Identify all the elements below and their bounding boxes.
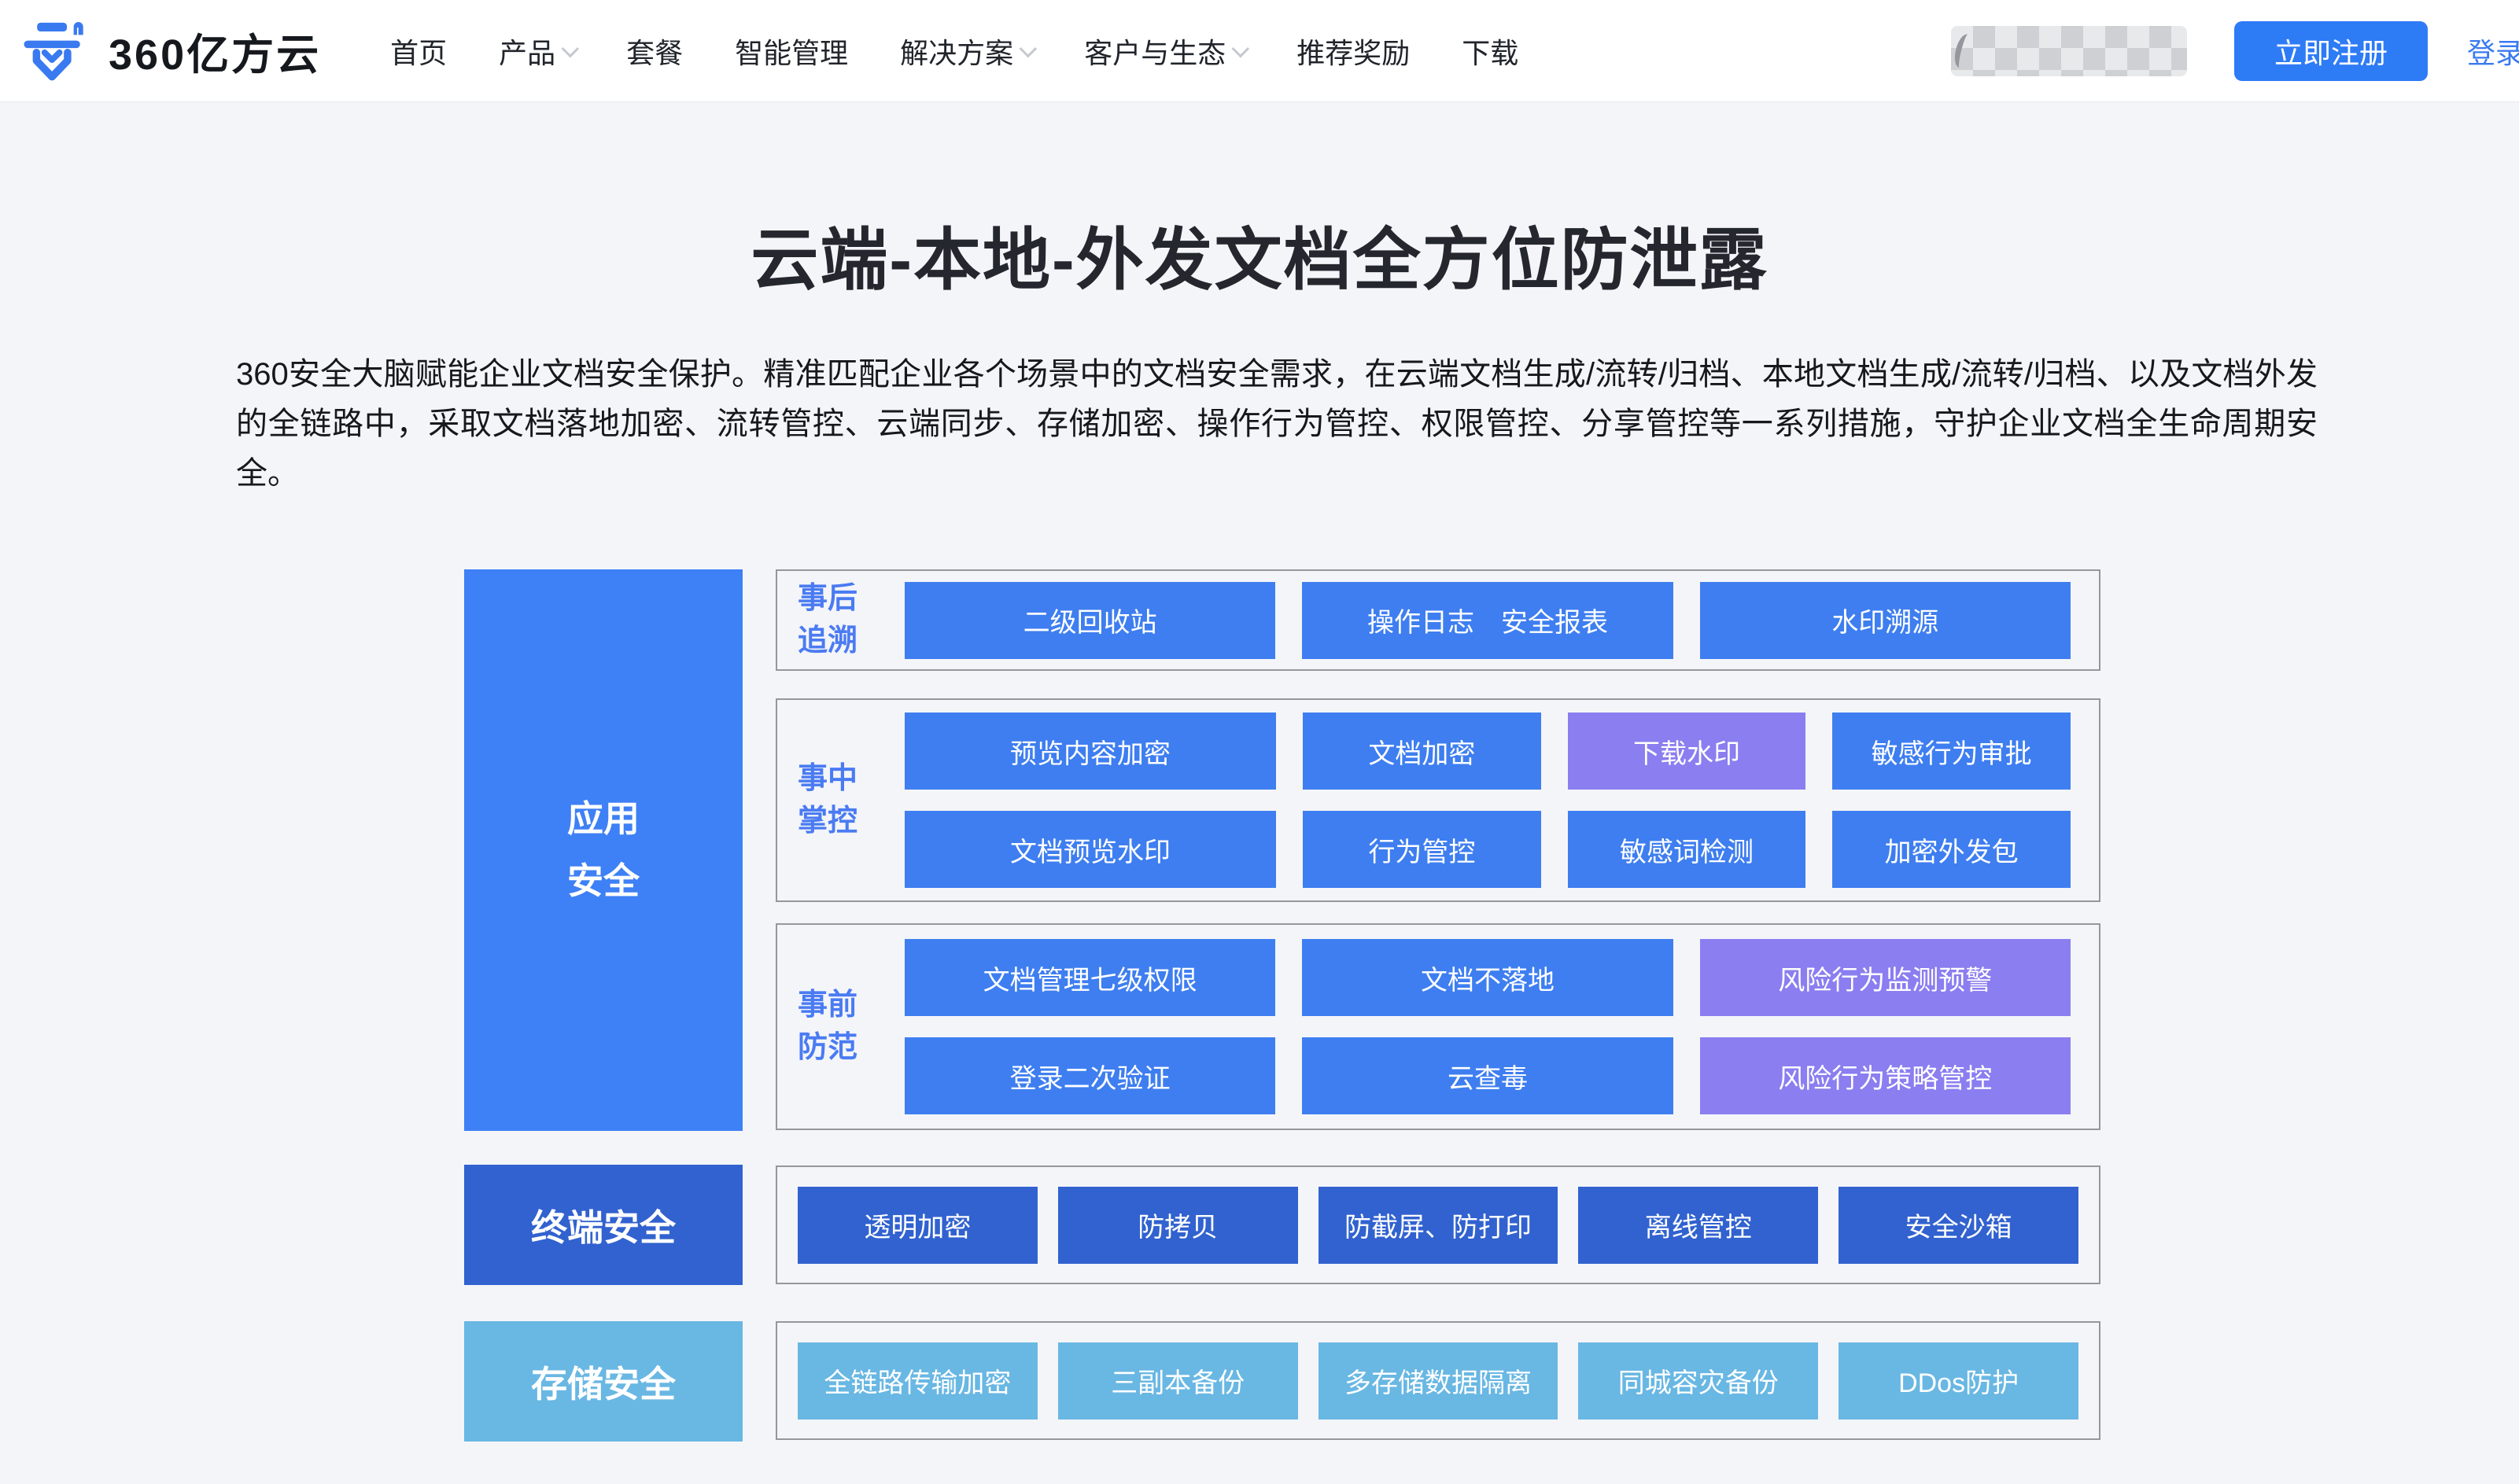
section-after-tracing: 事后追溯 二级回收站 操作日志 安全报表 水印溯源 xyxy=(776,569,2100,671)
category-label: 存储安全 xyxy=(531,1363,676,1405)
chevron-down-icon xyxy=(1231,39,1250,57)
nav-item-label: 下载 xyxy=(1462,36,1519,69)
feature-box: 预览内容加密 xyxy=(905,713,1277,790)
nav-item-label: 套餐 xyxy=(626,36,684,69)
blurred-phone-number xyxy=(1951,25,2187,76)
nav-item-products[interactable]: 产品 xyxy=(499,31,580,72)
feature-box: 透明加密 xyxy=(798,1186,1038,1264)
category-terminal-security: 终端安全 xyxy=(464,1165,743,1285)
chevron-down-icon xyxy=(561,39,580,57)
feature-box: 三副本备份 xyxy=(1057,1342,1298,1420)
phone-icon xyxy=(1951,31,1976,70)
feature-box: 敏感行为审批 xyxy=(1832,713,2071,790)
feature-box: 水印溯源 xyxy=(1699,581,2071,659)
feature-box: 文档管理七级权限 xyxy=(905,939,1276,1016)
feature-box: 文档不落地 xyxy=(1302,939,1673,1016)
feature-box: 操作日志 安全报表 xyxy=(1302,581,1673,659)
security-architecture-diagram: 应用安全 终端安全 存储安全 事后追溯 二级回收站 操作日志 安全报表 水印溯源… xyxy=(464,569,2100,1442)
nav-item-download[interactable]: 下载 xyxy=(1462,31,1518,72)
register-button[interactable]: 立即注册 xyxy=(2234,20,2428,81)
section-before-prevention: 事前防范 文档管理七级权限 文档不落地 风险行为监测预警 登录二次验证 云查毒 … xyxy=(776,923,2100,1130)
logo[interactable]: 360亿方云 xyxy=(24,17,321,85)
feature-box: 全链路传输加密 xyxy=(798,1342,1038,1420)
feature-box: 加密外发包 xyxy=(1832,811,2071,888)
section-rows: 透明加密 防拷贝 防截屏、防打印 离线管控 安全沙箱 xyxy=(798,1186,2078,1264)
section-label: 事后追溯 xyxy=(798,582,858,657)
nav-item-label: 推荐奖励 xyxy=(1296,36,1411,69)
section-rows: 预览内容加密 文档加密 下载水印 敏感行为审批 文档预览水印 行为管控 敏感词检… xyxy=(905,713,2071,888)
login-link[interactable]: 登录 xyxy=(2467,36,2519,69)
section-rows: 全链路传输加密 三副本备份 多存储数据隔离 同城容灾备份 DDos防护 xyxy=(798,1342,2078,1420)
feature-box: 风险行为策略管控 xyxy=(1699,1037,2071,1114)
nav-item-solutions[interactable]: 解决方案 xyxy=(900,31,1038,72)
feature-box: 风险行为监测预警 xyxy=(1699,939,2071,1016)
logo-text: 360亿方云 xyxy=(109,31,322,79)
feature-box: 登录二次验证 xyxy=(905,1037,1276,1114)
nav-item-referral-rewards[interactable]: 推荐奖励 xyxy=(1296,31,1410,72)
feature-box: 二级回收站 xyxy=(905,581,1276,659)
feature-box: 离线管控 xyxy=(1578,1186,1819,1264)
section-terminal-security: 透明加密 防拷贝 防截屏、防打印 离线管控 安全沙箱 xyxy=(776,1165,2100,1284)
page-title: 云端-本地-外发文档全方位防泄露 xyxy=(751,223,1768,298)
section-label: 事前防范 xyxy=(798,989,858,1064)
nav-item-customers-ecosystem[interactable]: 客户与生态 xyxy=(1084,31,1250,72)
logo-shield-icon xyxy=(24,21,83,80)
nav-item-label: 客户与生态 xyxy=(1084,36,1226,69)
category-storage-security: 存储安全 xyxy=(464,1321,743,1442)
section-label: 事中掌控 xyxy=(798,762,858,838)
feature-box: 文档预览水印 xyxy=(905,811,1277,888)
nav-item-plans[interactable]: 套餐 xyxy=(626,31,683,72)
main-nav: 首页 产品 套餐 智能管理 解决方案 客户与生态 推荐奖励 下载 xyxy=(390,31,1518,72)
category-label: 应用安全 xyxy=(567,797,640,901)
feature-box: DDos防护 xyxy=(1839,1342,2078,1420)
section-rows: 二级回收站 操作日志 安全报表 水印溯源 xyxy=(905,581,2071,659)
top-navbar: 360亿方云 首页 产品 套餐 智能管理 解决方案 客户与生态 推荐奖励 下载 … xyxy=(0,0,2519,102)
feature-box: 文档加密 xyxy=(1303,713,1541,790)
feature-box: 下载水印 xyxy=(1567,713,1806,790)
page-description: 360安全大脑赋能企业文档安全保护。精准匹配企业各个场景中的文档安全需求，在云端… xyxy=(236,357,2318,491)
category-label: 终端安全 xyxy=(531,1206,676,1248)
feature-box: 防拷贝 xyxy=(1057,1186,1298,1264)
feature-box: 同城容灾备份 xyxy=(1578,1342,1819,1420)
feature-box: 云查毒 xyxy=(1302,1037,1673,1114)
section-storage-security: 全链路传输加密 三副本备份 多存储数据隔离 同城容灾备份 DDos防护 xyxy=(776,1321,2100,1440)
nav-item-label: 解决方案 xyxy=(900,36,1014,69)
nav-item-home[interactable]: 首页 xyxy=(390,31,447,72)
chevron-down-icon xyxy=(1019,39,1038,57)
nav-item-label: 首页 xyxy=(390,36,448,69)
category-application-security: 应用安全 xyxy=(464,569,743,1131)
feature-box: 多存储数据隔离 xyxy=(1318,1342,1558,1420)
feature-box: 行为管控 xyxy=(1303,811,1541,888)
navbar-right-group: 立即注册 登录 xyxy=(1951,20,2519,81)
section-rows: 文档管理七级权限 文档不落地 风险行为监测预警 登录二次验证 云查毒 风险行为策… xyxy=(905,939,2071,1114)
nav-item-label: 智能管理 xyxy=(735,36,849,69)
nav-item-smart-management[interactable]: 智能管理 xyxy=(735,31,848,72)
feature-box: 敏感词检测 xyxy=(1567,811,1806,888)
section-during-control: 事中掌控 预览内容加密 文档加密 下载水印 敏感行为审批 文档预览水印 行为管控… xyxy=(776,698,2100,902)
feature-box: 防截屏、防打印 xyxy=(1318,1186,1558,1264)
nav-item-label: 产品 xyxy=(499,36,556,69)
feature-box: 安全沙箱 xyxy=(1839,1186,2078,1264)
